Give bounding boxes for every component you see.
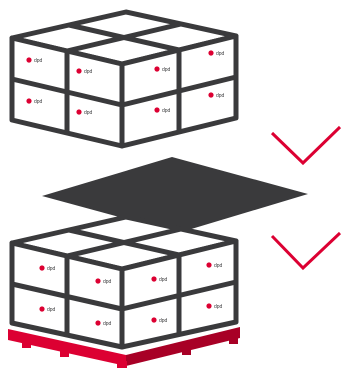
svg-text:dpd: dpd	[159, 277, 168, 283]
svg-text:dpd: dpd	[162, 67, 171, 73]
svg-text:dpd: dpd	[47, 266, 56, 272]
bottom-box-stack-icon	[12, 217, 236, 347]
top-box-stack-icon	[12, 12, 236, 146]
svg-text:dpd: dpd	[162, 108, 171, 114]
chevron-down-icon	[272, 233, 340, 268]
svg-text:dpd: dpd	[103, 321, 112, 327]
svg-text:dpd: dpd	[47, 307, 56, 313]
svg-text:dpd: dpd	[159, 318, 168, 324]
svg-text:dpd: dpd	[216, 51, 225, 57]
svg-text:dpd: dpd	[214, 304, 223, 310]
svg-text:dpd: dpd	[34, 99, 43, 105]
svg-text:dpd: dpd	[103, 279, 112, 285]
svg-text:dpd: dpd	[34, 58, 43, 64]
chevron-down-icon	[272, 127, 340, 163]
svg-text:dpd: dpd	[84, 110, 93, 116]
svg-text:dpd: dpd	[84, 69, 93, 75]
slip-sheet-icon	[42, 157, 308, 233]
svg-text:dpd: dpd	[216, 93, 225, 99]
svg-text:dpd: dpd	[214, 263, 223, 269]
